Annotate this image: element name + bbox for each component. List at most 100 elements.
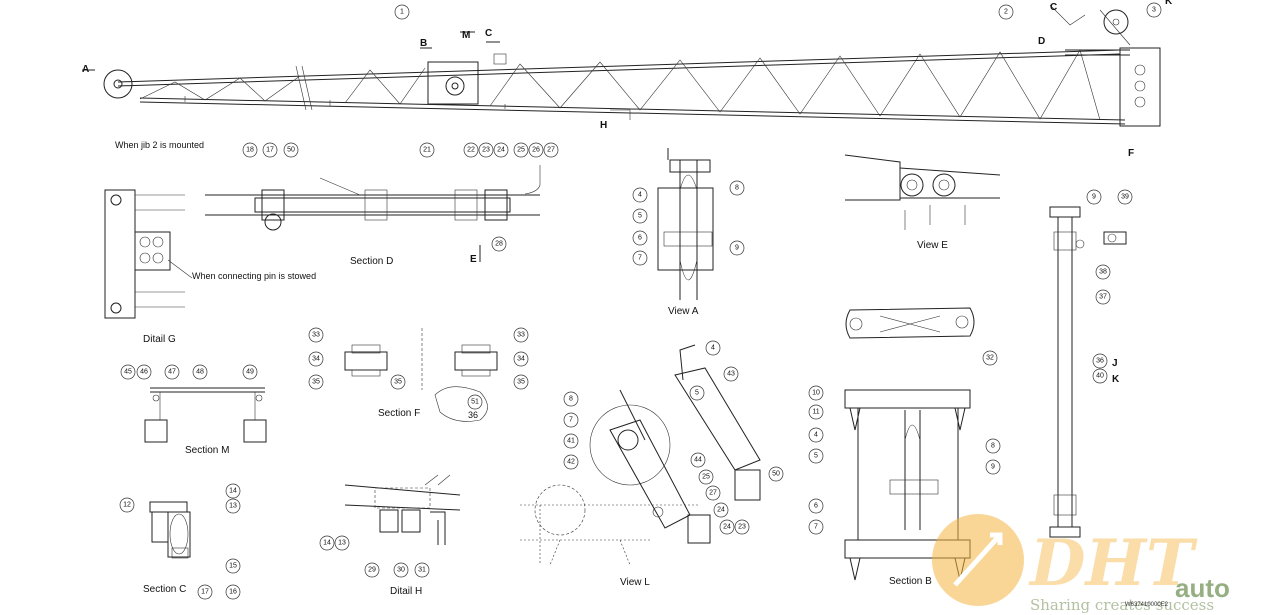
svg-text:22: 22 bbox=[467, 147, 475, 154]
callout: 33 bbox=[513, 327, 529, 343]
callout: 15 bbox=[225, 558, 241, 574]
svg-text:27: 27 bbox=[547, 147, 555, 154]
callout: 29 bbox=[364, 562, 380, 578]
cut-label-k: K bbox=[1165, 0, 1173, 7]
svg-text:18: 18 bbox=[246, 147, 254, 154]
callout: 10 bbox=[808, 385, 824, 401]
callout: 1 bbox=[394, 4, 410, 20]
callout: 9 bbox=[985, 459, 1001, 475]
svg-text:8: 8 bbox=[735, 185, 739, 192]
cut-label-b: B bbox=[420, 38, 427, 49]
title-view-e: View E bbox=[917, 240, 948, 251]
callout: 13 bbox=[334, 535, 350, 551]
svg-text:29: 29 bbox=[368, 567, 376, 574]
callout: 30 bbox=[393, 562, 409, 578]
callout: 25 bbox=[698, 469, 714, 485]
callout: 26 bbox=[528, 142, 544, 158]
svg-text:38: 38 bbox=[1099, 269, 1107, 276]
callout: 4 bbox=[632, 187, 648, 203]
callout: 5 bbox=[808, 448, 824, 464]
callout: 6 bbox=[632, 230, 648, 246]
svg-text:35: 35 bbox=[312, 379, 320, 386]
callout: 37 bbox=[1095, 289, 1111, 305]
svg-text:5: 5 bbox=[638, 213, 642, 220]
svg-text:51: 51 bbox=[471, 399, 479, 406]
callout: 41 bbox=[563, 433, 579, 449]
callout: 36 bbox=[1092, 353, 1108, 369]
svg-text:7: 7 bbox=[569, 417, 573, 424]
callout: 47 bbox=[164, 364, 180, 380]
svg-text:21: 21 bbox=[423, 147, 431, 154]
callout: 4 bbox=[808, 427, 824, 443]
callout: 35 bbox=[513, 374, 529, 390]
callout: 32 bbox=[982, 350, 998, 366]
callout: 8 bbox=[729, 180, 745, 196]
svg-text:17: 17 bbox=[201, 589, 209, 596]
callout: 24 bbox=[493, 142, 509, 158]
svg-text:7: 7 bbox=[638, 255, 642, 262]
svg-text:13: 13 bbox=[229, 503, 237, 510]
callout: 49 bbox=[242, 364, 258, 380]
svg-text:4: 4 bbox=[814, 432, 818, 439]
callout: 4 bbox=[705, 340, 721, 356]
svg-text:40: 40 bbox=[1096, 373, 1104, 380]
title-section-c: Section C bbox=[143, 584, 186, 595]
svg-text:33: 33 bbox=[517, 332, 525, 339]
svg-text:3: 3 bbox=[1152, 7, 1156, 14]
cut-label-d: D bbox=[1038, 36, 1045, 47]
svg-text:33: 33 bbox=[312, 332, 320, 339]
svg-text:8: 8 bbox=[569, 396, 573, 403]
svg-text:50: 50 bbox=[772, 471, 780, 478]
svg-text:30: 30 bbox=[397, 567, 405, 574]
callout: 38 bbox=[1095, 264, 1111, 280]
callout: 22 bbox=[463, 142, 479, 158]
svg-text:auto: auto bbox=[1175, 573, 1230, 603]
svg-text:4: 4 bbox=[638, 192, 642, 199]
callout: 9 bbox=[729, 240, 745, 256]
callout: 23 bbox=[478, 142, 494, 158]
callout: 45 bbox=[120, 364, 136, 380]
callout: 21 bbox=[419, 142, 435, 158]
callout: 12 bbox=[119, 497, 135, 513]
callout: 44 bbox=[690, 452, 706, 468]
callout: 5 bbox=[689, 385, 705, 401]
callout: 34 bbox=[308, 351, 324, 367]
svg-text:41: 41 bbox=[567, 438, 575, 445]
svg-text:25: 25 bbox=[517, 147, 525, 154]
title-section-m: Section M bbox=[185, 445, 229, 456]
callout: 43 bbox=[723, 366, 739, 382]
callout: 27 bbox=[543, 142, 559, 158]
callout: 39 bbox=[1117, 189, 1133, 205]
svg-text:24: 24 bbox=[717, 507, 725, 514]
cut-label-c2: C bbox=[1050, 2, 1057, 13]
svg-text:12: 12 bbox=[123, 502, 131, 509]
svg-text:26: 26 bbox=[532, 147, 540, 154]
svg-text:4: 4 bbox=[711, 345, 715, 352]
svg-text:6: 6 bbox=[814, 503, 818, 510]
cut-label-j: J bbox=[1112, 358, 1118, 369]
svg-text:14: 14 bbox=[229, 488, 237, 495]
svg-text:15: 15 bbox=[229, 563, 237, 570]
callout: 48 bbox=[192, 364, 208, 380]
section-f bbox=[344, 328, 498, 422]
svg-text:17: 17 bbox=[266, 147, 274, 154]
callout: 35 bbox=[390, 374, 406, 390]
ditail-h bbox=[344, 474, 461, 545]
svg-text:49: 49 bbox=[246, 369, 254, 376]
svg-text:50: 50 bbox=[287, 147, 295, 154]
callout: 9 bbox=[1086, 189, 1102, 205]
svg-text:48: 48 bbox=[196, 369, 204, 376]
view-a bbox=[657, 148, 714, 300]
callout: 23 bbox=[734, 519, 750, 535]
svg-text:6: 6 bbox=[638, 235, 642, 242]
section-m bbox=[144, 387, 267, 443]
callout: 34 bbox=[513, 351, 529, 367]
svg-text:7: 7 bbox=[814, 524, 818, 531]
section-c bbox=[149, 501, 191, 559]
jib-side-view bbox=[82, 4, 1161, 127]
note-pin-stowed: When connecting pin is stowed bbox=[192, 271, 316, 281]
callout: 35 bbox=[308, 374, 324, 390]
svg-text:9: 9 bbox=[991, 464, 995, 471]
callout: 7 bbox=[808, 519, 824, 535]
